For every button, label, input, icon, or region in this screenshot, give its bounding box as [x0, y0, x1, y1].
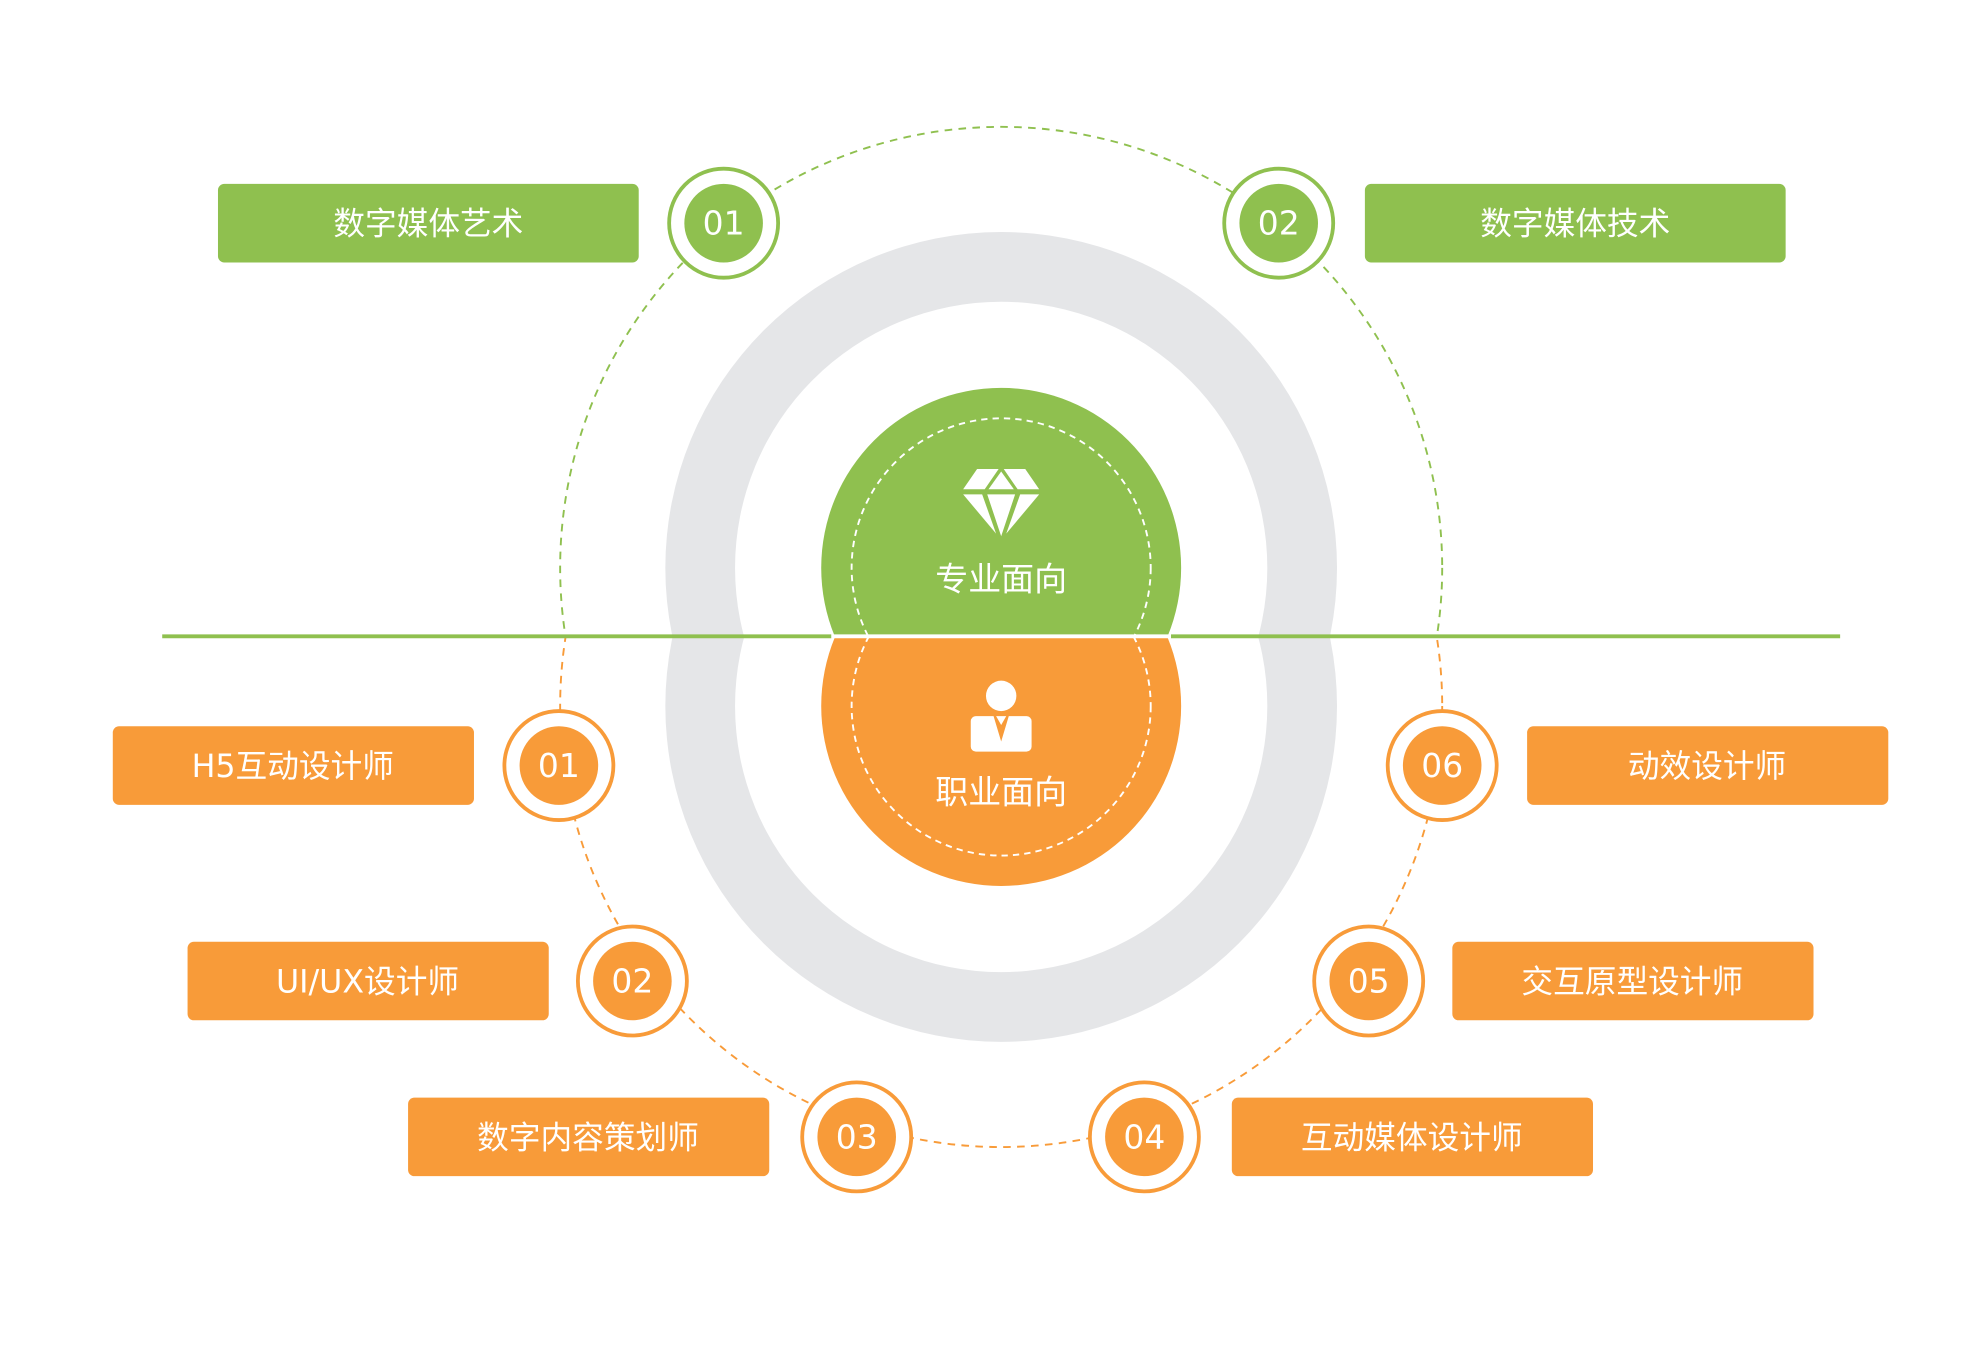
- career-dashed-arc: [559, 636, 1444, 1148]
- career-center-circle: [821, 636, 1182, 886]
- inner-dashed-circle-bottom: [850, 636, 1152, 857]
- career-label: UI/UX设计师: [276, 964, 459, 1000]
- career-label: H5互动设计师: [192, 749, 394, 785]
- career-number: 01: [538, 746, 580, 785]
- major-item[interactable]: 数字媒体艺术 01: [217, 166, 781, 280]
- career-number: 03: [836, 1117, 878, 1156]
- major-center-label: 专业面向: [935, 560, 1067, 599]
- major-number: 01: [703, 204, 745, 243]
- career-label: 交互原型设计师: [1521, 964, 1743, 1000]
- career-item[interactable]: 交互原型设计师 05: [1312, 924, 1814, 1038]
- career-item[interactable]: 数字内容策划师 03: [408, 1080, 914, 1194]
- career-item[interactable]: 互动媒体设计师 04: [1087, 1080, 1594, 1194]
- career-label: 动效设计师: [1628, 749, 1786, 785]
- major-label: 数字媒体艺术: [333, 207, 523, 243]
- career-center-label: 职业面向: [935, 773, 1067, 812]
- businessman-icon: [970, 680, 1032, 752]
- inner-dashed-circle-top: [850, 417, 1152, 637]
- major-item[interactable]: 数字媒体技术 02: [1222, 166, 1786, 280]
- major-number: 02: [1258, 204, 1300, 243]
- career-item[interactable]: UI/UX设计师 02: [187, 924, 689, 1038]
- major-dashed-arc: [559, 126, 1444, 637]
- major-label: 数字媒体技术: [1480, 207, 1670, 243]
- career-number: 02: [611, 961, 653, 1000]
- career-item[interactable]: H5互动设计师 01: [112, 709, 616, 822]
- career-number: 06: [1421, 746, 1463, 785]
- career-number: 04: [1123, 1117, 1165, 1156]
- career-item[interactable]: 动效设计师 06: [1385, 709, 1889, 822]
- career-number: 05: [1348, 961, 1390, 1000]
- career-label: 数字内容策划师: [477, 1120, 699, 1156]
- career-label: 互动媒体设计师: [1301, 1120, 1523, 1156]
